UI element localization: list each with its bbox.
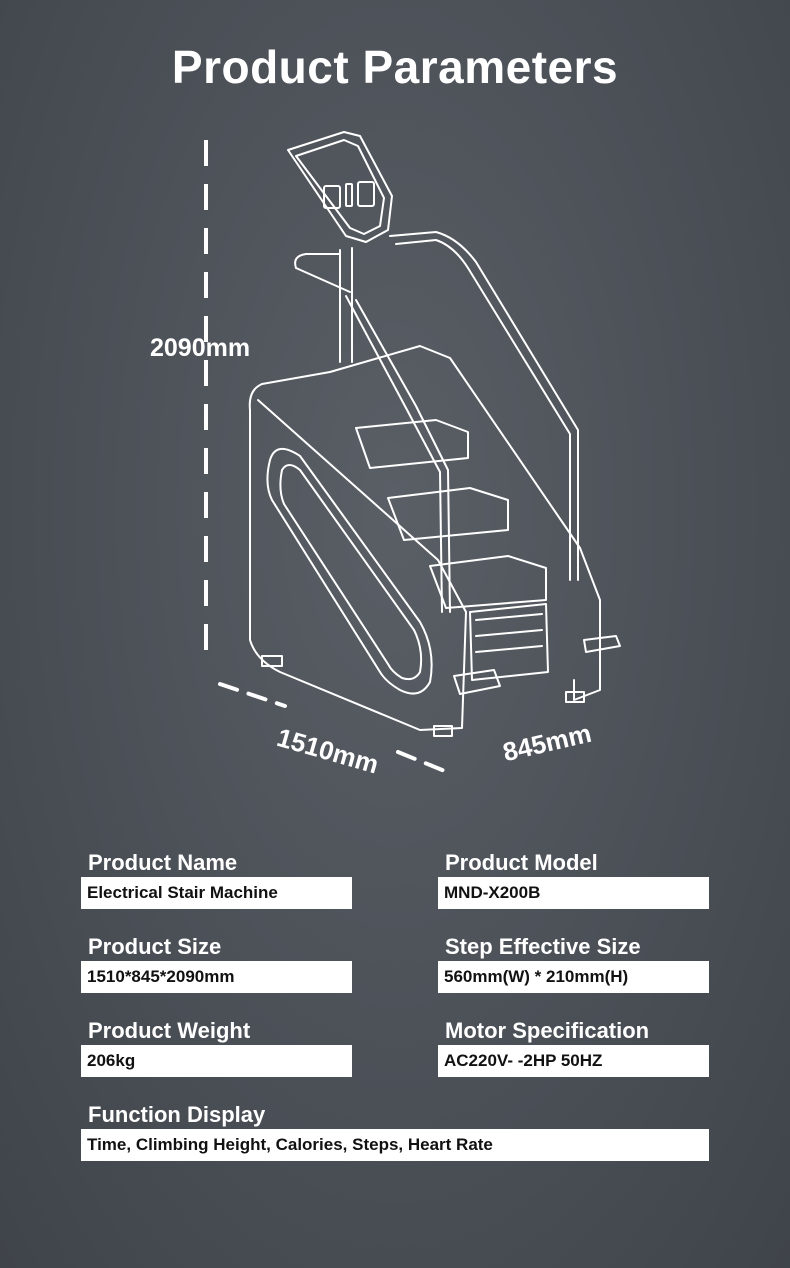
step-effective-size-value: 560mm(W) * 210mm(H) xyxy=(438,961,709,993)
height-dimension-label: 2090mm xyxy=(150,334,251,362)
product-model-value: MND-X200B xyxy=(438,877,709,909)
motor-specification-label: Motor Specification xyxy=(445,1018,650,1043)
page-title: Product Parameters xyxy=(171,41,619,93)
height-dimension-line xyxy=(204,140,208,660)
product-weight-label: Product Weight xyxy=(88,1018,251,1043)
function-display-label: Function Display xyxy=(88,1102,266,1127)
product-name-value: Electrical Stair Machine xyxy=(81,877,352,909)
product-weight-value: 206kg xyxy=(81,1045,352,1077)
step-effective-size-label: Step Effective Size xyxy=(445,934,641,959)
product-size-label: Product Size xyxy=(88,934,222,959)
product-size-value: 1510*845*2090mm xyxy=(81,961,352,993)
stair-machine-illustration xyxy=(0,0,790,800)
motor-specification-value: AC220V- -2HP 50HZ xyxy=(438,1045,709,1077)
product-model-label: Product Model xyxy=(445,850,598,875)
function-display-value: Time, Climbing Height, Calories, Steps, … xyxy=(81,1129,709,1161)
product-name-label: Product Name xyxy=(88,850,238,875)
